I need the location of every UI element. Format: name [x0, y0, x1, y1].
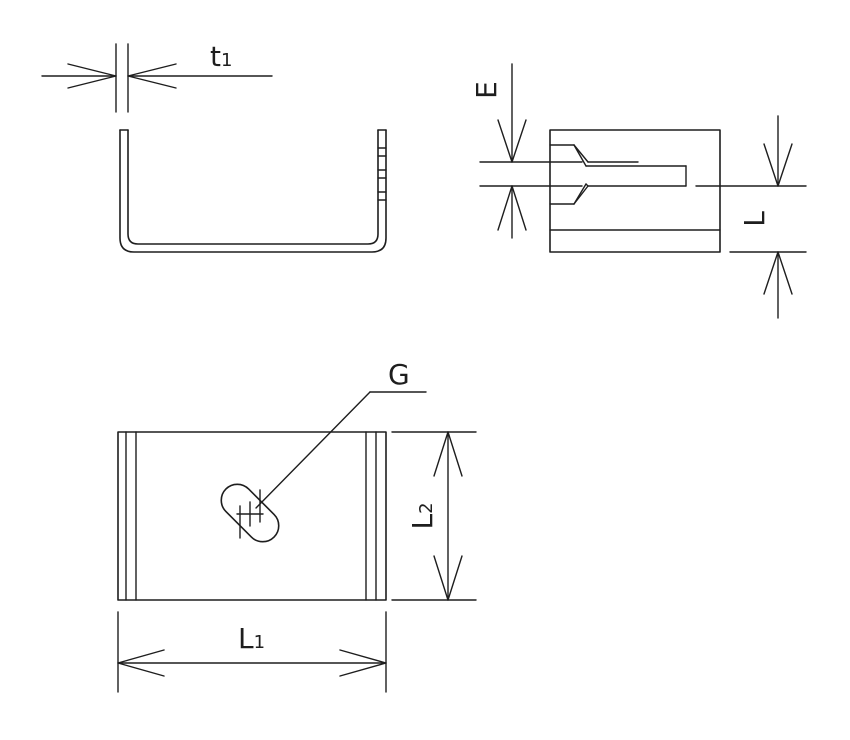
dimension-t1: t1: [41, 40, 273, 113]
label-l1: L1: [238, 622, 265, 655]
label-t1: t1: [210, 40, 232, 73]
dimension-l2: L2: [391, 431, 477, 601]
label-l: L: [738, 211, 771, 227]
label-l2: L2: [406, 502, 439, 529]
top-view: [117, 431, 387, 601]
leader-g: G: [255, 358, 427, 509]
end-view: [549, 129, 721, 253]
dimension-l: L: [695, 115, 807, 319]
channel-side-view: [119, 129, 387, 253]
label-g: G: [388, 358, 410, 391]
label-e: E: [470, 81, 503, 99]
dimension-e: E: [470, 63, 583, 239]
dimension-l1: L1: [117, 611, 387, 693]
